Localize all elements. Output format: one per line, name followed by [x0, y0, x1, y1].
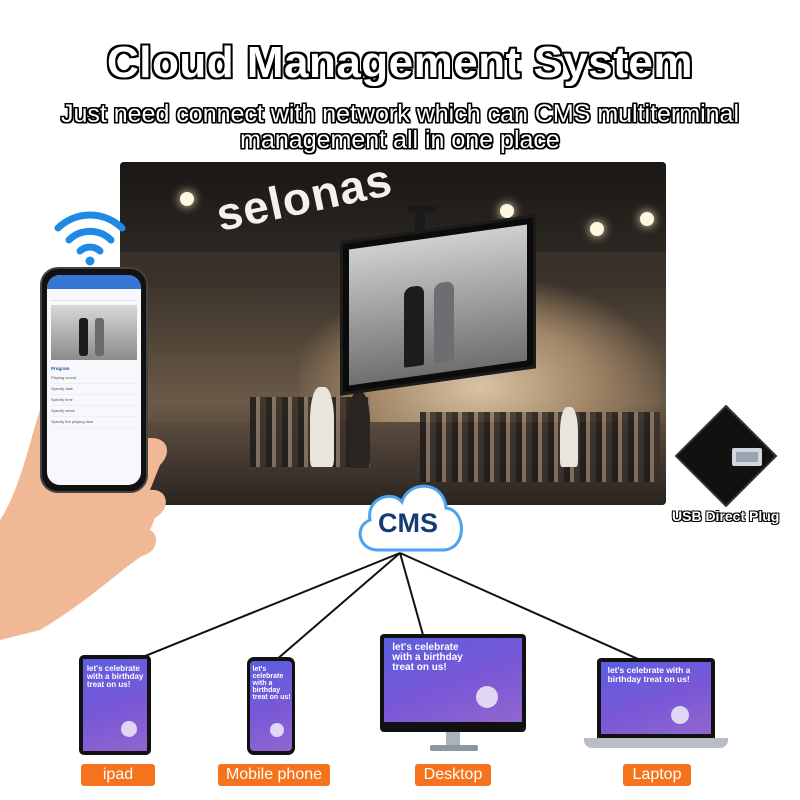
phone-program-label: Program [51, 366, 70, 371]
laptop-device: let's celebrate with a birthday treat on… [597, 658, 715, 738]
usb-dongle-icon [674, 404, 778, 508]
cake-graphic [671, 706, 689, 724]
phone-video-preview [51, 305, 137, 360]
promo-text: let's celebrate with a birthday treat on… [607, 665, 691, 684]
phone-screen: Program Playing sound Specify date Speci… [47, 275, 141, 485]
mannequin [560, 407, 578, 467]
phone-app-line [51, 291, 137, 301]
promo-text: let's celebrate with a birthday treat on… [252, 666, 291, 702]
laptop-base [584, 738, 728, 748]
wifi-icon [54, 211, 126, 266]
cake-graphic [270, 723, 284, 737]
usb-label: USB Direct Plug [672, 508, 780, 524]
desktop-stand [446, 732, 460, 746]
laptop-label: Laptop [623, 764, 691, 786]
connection-line [117, 552, 401, 668]
ipad-device: let's celebrate with a birthday treat on… [79, 655, 151, 755]
phone-setting-row[interactable]: Specify date [51, 384, 137, 395]
display-mount-pole [415, 206, 425, 232]
phone-setting-row[interactable]: Specify time [51, 395, 137, 406]
ceiling-light [180, 192, 194, 206]
cake-graphic [121, 721, 137, 737]
connection-line [399, 552, 657, 668]
page-title: Cloud Management System [106, 38, 694, 87]
laptop-screen: let's celebrate with a birthday treat on… [601, 662, 711, 734]
phone-setting-row[interactable]: Specify the playing time [51, 417, 137, 428]
desktop-label: Desktop [415, 764, 491, 786]
desktop-base [430, 745, 478, 751]
subtitle-line-2: management all in one place [240, 126, 560, 154]
promo-text: let's celebrate with a birthday treat on… [392, 642, 463, 674]
subtitle-line-1: Just need connect with network which can… [60, 100, 740, 128]
phone-app-header [47, 275, 141, 289]
cake-graphic [476, 686, 498, 708]
mobile-phone-label: Mobile phone [218, 764, 330, 786]
cms-label: CMS [378, 508, 438, 538]
connection-line [267, 552, 401, 668]
ceiling-light [590, 222, 604, 236]
mannequin [348, 392, 370, 468]
ipad-screen: let's celebrate with a birthday treat on… [83, 659, 147, 751]
ceiling-light [640, 212, 654, 226]
ceiling-light [500, 204, 514, 218]
mobile-phone-device: let's celebrate with a birthday treat on… [247, 657, 295, 755]
smartphone: Program Playing sound Specify date Speci… [40, 267, 148, 493]
desktop-screen: let's celebrate with a birthday treat on… [384, 638, 522, 722]
mobile-phone-screen: let's celebrate with a birthday treat on… [250, 661, 292, 751]
desktop-monitor: let's celebrate with a birthday treat on… [380, 634, 526, 732]
cloud-icon [358, 484, 463, 552]
clothing-rack [420, 412, 660, 482]
ipad-label: ipad [81, 764, 155, 786]
mannequin [310, 387, 334, 467]
promo-text: let's celebrate with a birthday treat on… [86, 663, 144, 689]
phone-setting-row[interactable]: Specify week [51, 406, 137, 417]
phone-setting-row[interactable]: Playing sound [51, 373, 137, 384]
